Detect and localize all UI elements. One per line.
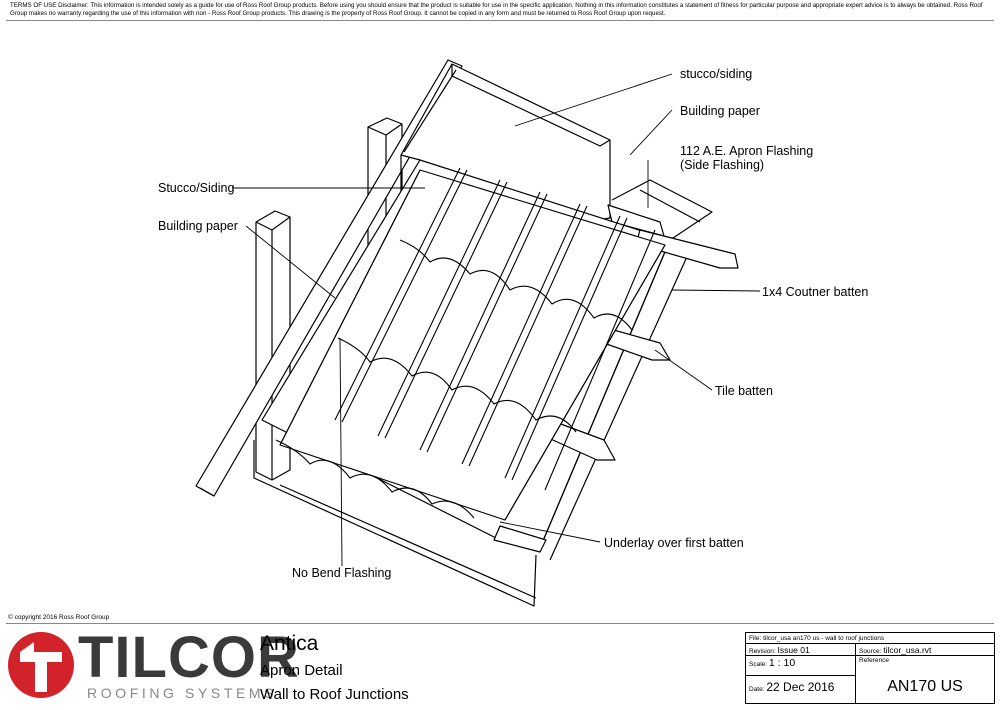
revision-cell: Revision: Issue 01 [746, 644, 856, 656]
source-caption: Source: [859, 648, 882, 655]
top-divider [6, 20, 994, 21]
scale-cell: Scale: 1 : 10 [746, 656, 856, 676]
revision-caption: Revision: [749, 648, 776, 655]
revision-value: Issue 01 [777, 645, 810, 655]
section-title: Wall to Roof Junctions [260, 686, 409, 703]
roof-tiles [275, 167, 666, 521]
source-cell: Source: tilcor_usa.rvt [856, 644, 994, 656]
logo-wordmark: TILCOR [78, 625, 300, 690]
label-counter-batten: 1x4 Coutner batten [762, 285, 869, 299]
label-tile-batten: Tile batten [715, 384, 773, 398]
file-text: File: tilcor_usa an170 us - wall to roof… [749, 635, 885, 642]
date-caption: Date: [749, 686, 765, 693]
label-underlay: Underlay over first batten [604, 536, 744, 550]
bottom-divider [6, 623, 994, 624]
logo-subtitle: ROOFING SYSTEMS [87, 685, 278, 701]
reference-caption: Reference [859, 657, 889, 664]
label-apron-flashing-sub: (Side Flashing) [680, 158, 765, 172]
leader-lines [232, 73, 761, 567]
scale-caption: Scale: [749, 661, 768, 668]
source-value: tilcor_usa.rvt [883, 645, 932, 655]
reference-value: AN170 US [887, 678, 963, 695]
detail-title: Apron Detail [260, 662, 343, 679]
file-cell: File: tilcor_usa an170 us - wall to roof… [746, 633, 994, 644]
copyright-text: © copyright 2016 Ross Roof Group [8, 614, 110, 621]
date-cell: Date: 22 Dec 2016 [746, 676, 856, 703]
disclaimer-text: TERMS OF USE Disclaimer: This informatio… [10, 2, 983, 17]
label-building-paper-left: Building paper [158, 219, 238, 233]
label-building-paper-right: Building paper [680, 104, 760, 118]
product-title: Antica [260, 632, 319, 655]
date-value: 22 Dec 2016 [766, 680, 835, 694]
label-stucco-siding-left: Stucco/Siding [158, 181, 235, 195]
label-no-bend-flashing: No Bend Flashing [292, 566, 392, 580]
reference-caption-cell: Reference [856, 656, 994, 676]
tilcor-logo-icon [8, 632, 74, 698]
label-stucco-siding-right: stucco/siding [680, 67, 753, 81]
scale-value: 1 : 10 [768, 657, 796, 669]
reference-cell: AN170 US [856, 676, 994, 703]
title-block: File: tilcor_usa an170 us - wall to roof… [745, 632, 995, 704]
label-apron-flashing: 112 A.E. Apron Flashing [680, 144, 814, 158]
roof-junction-drawing [195, 59, 761, 607]
tile-battens [543, 229, 739, 461]
